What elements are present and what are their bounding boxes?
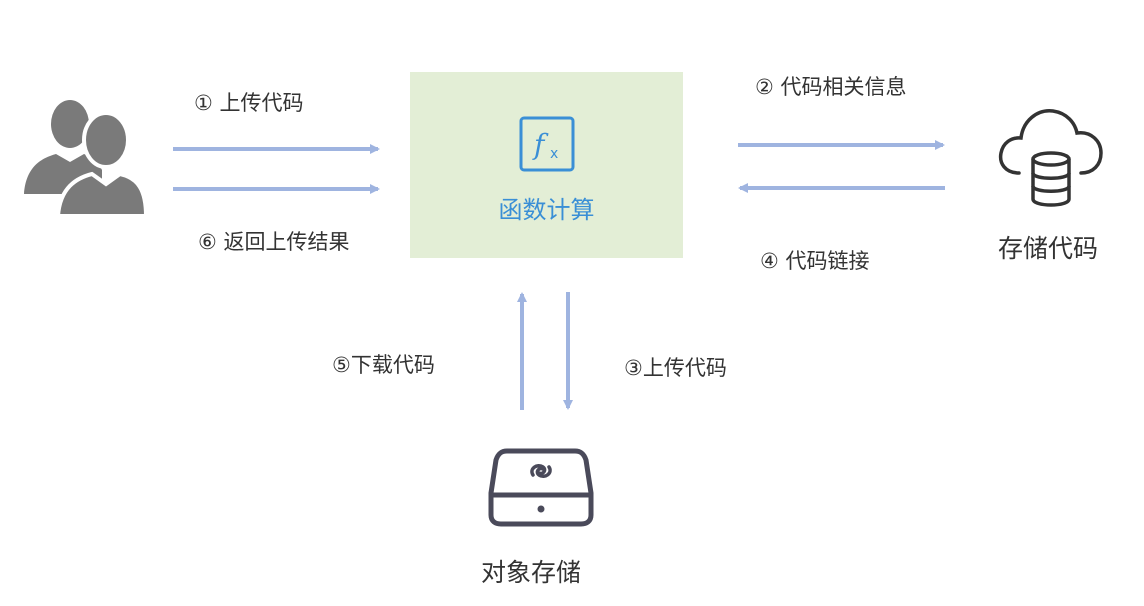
- step-5-label: ⑤下载代码: [332, 353, 435, 377]
- step-1-label: ① 上传代码: [194, 91, 304, 115]
- step-4-label: ④ 代码链接: [760, 249, 870, 273]
- svg-text:f: f: [532, 128, 549, 161]
- code-storage-label: 存储代码: [998, 234, 1099, 263]
- step-3-label: ③上传代码: [624, 356, 727, 380]
- object-storage-label: 对象存储: [481, 558, 582, 587]
- step-2-label: ② 代码相关信息: [755, 75, 907, 99]
- step-6-label: ⑥ 返回上传结果: [198, 230, 350, 254]
- storage-drive-icon: [488, 448, 594, 527]
- fx-function-icon: f x: [519, 116, 575, 172]
- svg-text:x: x: [550, 146, 558, 162]
- function-compute-box: f x 函数计算: [410, 72, 683, 258]
- function-compute-title: 函数计算: [498, 196, 595, 224]
- users-icon: [24, 100, 147, 216]
- cloud-database-icon: [998, 109, 1103, 207]
